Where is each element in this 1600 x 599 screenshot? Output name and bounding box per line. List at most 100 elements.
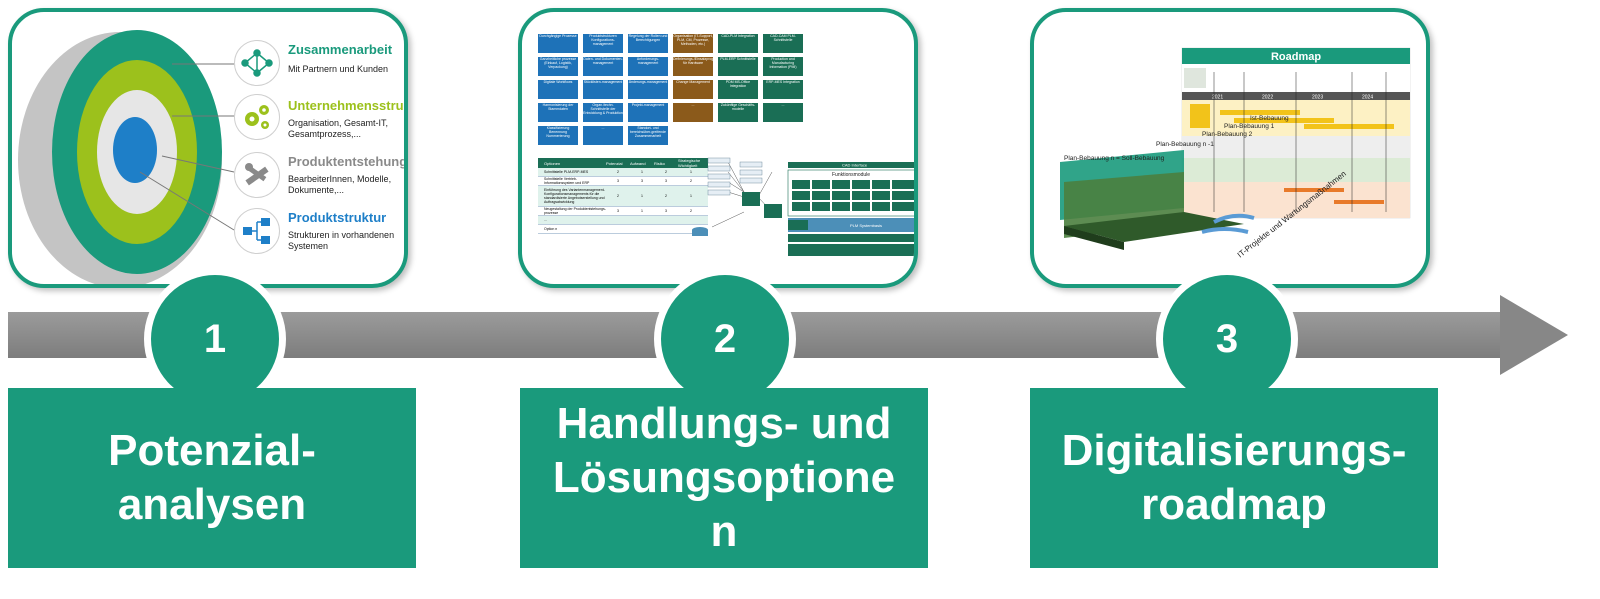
step-1-label-box: Potenzial- analysen bbox=[8, 388, 416, 568]
table-row: Option n bbox=[538, 225, 708, 234]
table-row: ... bbox=[538, 216, 708, 225]
table-cell: 1 bbox=[641, 170, 643, 174]
option-tile: Zukünftige Geschäfts-modelle bbox=[718, 103, 758, 122]
option-tile: ERP-MES Integration bbox=[763, 80, 803, 99]
architecture-diagram: CAD Interface Funktionsmodule PLM System… bbox=[692, 157, 914, 256]
table-cell: Schnittstelle PLM-ERP-MES bbox=[544, 170, 589, 174]
card1-item-title: Unternehmensstruktur bbox=[288, 98, 404, 113]
options-table: Optionen Potenzial Aufwand Risiko Strate… bbox=[538, 158, 708, 234]
year-label: 2023 bbox=[1312, 95, 1323, 101]
option-tile: PDM MS-Office Integration bbox=[718, 80, 758, 99]
table-cell: 1 bbox=[690, 170, 692, 174]
step-2-label-box: Handlungs- und Lösungsoptione n bbox=[520, 388, 928, 568]
roadmap-illustration: Roadmap 2021 2022 2023 2024 Plan-Bebauu bbox=[1060, 47, 1411, 260]
table-cell: 2 bbox=[665, 194, 667, 198]
step-2-label: Handlungs- und Lösungsoptione n bbox=[552, 399, 896, 556]
plan-label: Ist-Bebauung bbox=[1250, 115, 1289, 122]
option-tile: Standort- und bereichsüber-greifende Zus… bbox=[628, 126, 668, 145]
option-tile: CAD-CAM PLM-Schnittstelle bbox=[763, 34, 803, 53]
table-row: Einführung des Variantenmanagement-Konfi… bbox=[538, 186, 708, 207]
option-tile: Anforderungs-management bbox=[628, 57, 668, 76]
step-3-number: 3 bbox=[1156, 268, 1298, 410]
table-cell: Einführung des Variantenmanagement-Konfi… bbox=[544, 188, 605, 204]
table-cell: Option n bbox=[544, 227, 558, 231]
structure-icon bbox=[234, 208, 280, 254]
table-cell: 1 bbox=[641, 194, 643, 198]
option-tile: Ganzheitliche prozesse (Einkauf, Logisti… bbox=[538, 57, 578, 76]
table-cell: Schnittstelle Vertrieb-Informationssyste… bbox=[544, 177, 590, 185]
tools-icon bbox=[234, 152, 280, 198]
option-tile: Production and Manufacturing Information… bbox=[763, 57, 803, 76]
card1-item-title: Produktentstehung bbox=[288, 154, 408, 169]
option-tile: ... bbox=[673, 103, 713, 122]
plan-label: Plan-Bebauung 2 bbox=[1202, 131, 1253, 138]
option-tile: Harmonisierung der Stammdaten bbox=[538, 103, 578, 122]
table-header: Strategische Wichtigkeit bbox=[678, 158, 701, 168]
table-cell: 3 bbox=[641, 179, 643, 183]
option-tile: Projekt-management bbox=[628, 103, 668, 122]
year-label: 2024 bbox=[1362, 95, 1373, 101]
option-tile: ... bbox=[583, 126, 623, 145]
table-header: Aufwand bbox=[630, 160, 646, 166]
table-cell: 1 bbox=[690, 194, 692, 198]
option-tile: Regelung der Rollen und Berechtigungen bbox=[628, 34, 668, 53]
option-tile: Definierungs-/Einsatzprogramme für Hardw… bbox=[673, 57, 713, 76]
onion-layers-diagram bbox=[18, 30, 235, 284]
option-tile: Organ./techn. Schnittstelle der Entwickl… bbox=[583, 103, 623, 122]
table-row: Schnittstelle PLM-ERP-MES 2 1 2 1 bbox=[538, 168, 708, 177]
diagram-top-label: CAD Interface bbox=[842, 163, 868, 168]
timeline-arrow-head bbox=[1500, 295, 1568, 375]
network-icon bbox=[234, 40, 280, 86]
table-header: Risiko bbox=[654, 160, 665, 166]
option-tile: ... bbox=[763, 103, 803, 122]
options-tiles-grid: Durchgängige Prozesse Produktstrukturen K… bbox=[538, 34, 808, 154]
option-tile: Produktstrukturen Konfigurations-managem… bbox=[583, 34, 623, 53]
solution-options-card: Durchgängige Prozesse Produktstrukturen K… bbox=[518, 8, 918, 288]
table-row: Neugestaltung der Produktentstehungs-pro… bbox=[538, 207, 708, 216]
table-cell: 3 bbox=[665, 179, 667, 183]
potential-analysis-card: Zusammenarbeit Mit Partnern und Kunden U… bbox=[8, 8, 408, 288]
table-row: Schnittstelle Vertrieb-Informationssyste… bbox=[538, 177, 708, 186]
option-tile: CAD-PLM Integration bbox=[718, 34, 758, 53]
table-cell: 1 bbox=[641, 209, 643, 213]
option-tile: Digitale Workflows bbox=[538, 80, 578, 99]
gears-icon bbox=[234, 94, 280, 140]
year-label: 2022 bbox=[1262, 95, 1273, 101]
table-cell: Neugestaltung der Produktentstehungs-pro… bbox=[544, 207, 606, 215]
option-tile: Organisation (IT-Support, PLM, CM, Proze… bbox=[673, 34, 713, 53]
table-cell: 2 bbox=[690, 179, 692, 183]
table-header: Potenzial bbox=[606, 160, 623, 166]
table-cell: ... bbox=[544, 218, 547, 222]
card1-item-title: Zusammenarbeit bbox=[288, 42, 393, 57]
table-cell: 2 bbox=[617, 194, 619, 198]
plan-label: Plan-Bebauung n -1 bbox=[1156, 141, 1214, 148]
option-tile: Änderungs-management bbox=[628, 80, 668, 99]
step-1-label: Potenzial- analysen bbox=[108, 426, 316, 529]
table-cell: 2 bbox=[665, 170, 667, 174]
table-cell: 2 bbox=[690, 209, 692, 213]
roadmap-card: Roadmap 2021 2022 2023 2024 Plan-Bebauu bbox=[1030, 8, 1430, 288]
roadmap-title: Roadmap bbox=[1271, 51, 1321, 63]
table-cell: 3 bbox=[617, 209, 619, 213]
option-tile: Stücklisten-management bbox=[583, 80, 623, 99]
diagram-sub: PLM Systembasis bbox=[850, 223, 882, 228]
option-tile: Change Management bbox=[673, 80, 713, 99]
option-tile: Klassifizierung Benennung Nummerierung bbox=[538, 126, 578, 145]
plan-label: Plan-Bebauung 1 bbox=[1224, 123, 1275, 130]
option-tile: Durchgängige Prozesse bbox=[538, 34, 578, 53]
card1-item-desc: BearbeiterInnen, Modelle, Dokumente,... bbox=[288, 174, 392, 196]
step-2-number: 2 bbox=[654, 268, 796, 410]
card1-item-desc: Organisation, Gesamt-IT, Gesamtprozess,.… bbox=[288, 118, 389, 140]
option-tile: PLM-ERP Schnittstelle bbox=[718, 57, 758, 76]
step-3-label-box: Digitalisierungs- roadmap bbox=[1030, 388, 1438, 568]
card1-item-title: Produktstruktur bbox=[288, 210, 387, 225]
step-3-label: Digitalisierungs- roadmap bbox=[1061, 426, 1407, 529]
table-header: Optionen bbox=[544, 160, 561, 166]
diagram-header: Funktionsmodule bbox=[832, 172, 870, 178]
plan-label: Plan-Bebauung n = Soll-Bebauung bbox=[1064, 155, 1165, 162]
year-label: 2021 bbox=[1212, 95, 1223, 101]
option-tile: Daten- und Dokumenten-management bbox=[583, 57, 623, 76]
table-cell: 3 bbox=[665, 209, 667, 213]
card1-item-desc: Mit Partnern und Kunden bbox=[288, 64, 389, 74]
table-cell: 2 bbox=[617, 170, 619, 174]
